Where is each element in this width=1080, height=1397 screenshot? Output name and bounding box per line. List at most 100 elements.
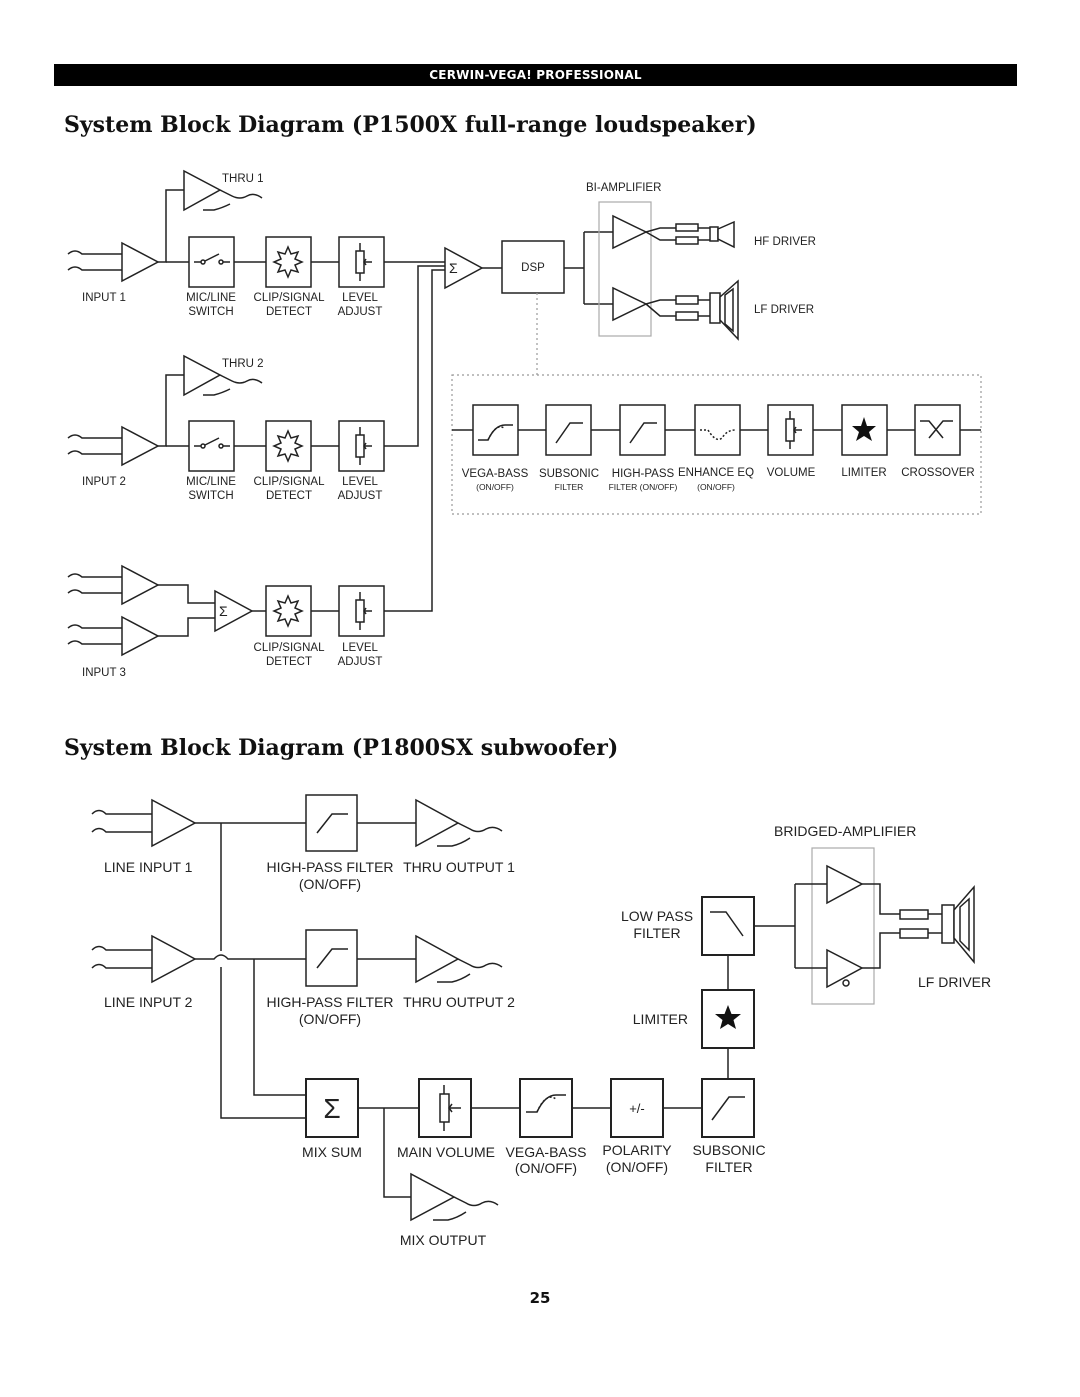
thru1-amp — [183, 169, 263, 212]
limiter-star-icon — [715, 1005, 741, 1029]
thru1-label: THRU 1 — [222, 173, 264, 185]
clip-label-3: CLIP/SIGNAL — [254, 642, 326, 654]
subsonic-sub: FILTER — [555, 482, 584, 492]
dsp-label: DSP — [521, 262, 545, 274]
svg-text:Σ: Σ — [219, 603, 228, 619]
polarity-symbol: +/- — [629, 1101, 645, 1116]
hpf-label-1: HIGH-PASS FILTER — [266, 859, 393, 875]
thru2-label: THRU 2 — [222, 358, 264, 370]
volume-label: VOLUME — [767, 467, 816, 479]
mix-output-amp — [410, 1172, 499, 1222]
hpf-sub-1: (ON/OFF) — [299, 876, 361, 892]
clip-detect-2 — [265, 420, 312, 472]
subsonic-label: SUBSONIC — [692, 1142, 765, 1158]
document-header: CERWIN-VEGA! PROFESSIONAL — [54, 64, 1017, 86]
adjust-label-3: ADJUST — [338, 656, 383, 668]
input1-label: INPUT 1 — [82, 292, 126, 304]
micline-label-1: MIC/LINE — [186, 292, 236, 304]
mix-sum-block — [305, 1078, 359, 1138]
lowpass-label-a: LOW PASS — [621, 908, 693, 924]
highpass-sub: FILTER (ON/OFF) — [609, 482, 678, 492]
thru-output2-label: THRU OUTPUT 2 — [403, 994, 515, 1010]
hf-amp — [612, 214, 648, 250]
hpf-block-1 — [305, 794, 358, 852]
main-volume-block — [418, 1078, 472, 1138]
level-adjust-2 — [338, 420, 385, 472]
lf-driver — [645, 279, 739, 341]
micline-switch-2 — [188, 420, 235, 472]
sum-amp: Σ — [444, 246, 484, 290]
vegabass-label: VEGA-BASS — [462, 468, 529, 480]
dsp-feature-panel — [451, 374, 982, 515]
input3-jacks — [67, 573, 122, 645]
bridged-amp-frame — [811, 847, 875, 1005]
diagram-p1800sx: LINE INPUT 1 HIGH-PASS FILTER (ON/OFF) T… — [91, 794, 991, 1248]
mix-sum-symbol: Σ — [323, 1093, 340, 1124]
micline-label-2: MIC/LINE — [186, 476, 236, 488]
level-label-3: LEVEL — [342, 642, 378, 654]
detect-label-3: DETECT — [266, 656, 312, 668]
line-input1-jack — [91, 809, 152, 833]
input3-preamp-a — [121, 564, 160, 606]
hf-driver-label: HF DRIVER — [754, 236, 816, 248]
sub-lf-driver — [862, 883, 975, 969]
input2-label: INPUT 2 — [82, 476, 126, 488]
polarity-label: POLARITY — [602, 1142, 672, 1158]
clip-label-1: CLIP/SIGNAL — [254, 292, 326, 304]
input1-jack — [67, 250, 122, 271]
line-input2-amp — [151, 934, 197, 984]
thru-output1 — [415, 798, 503, 848]
hf-driver — [645, 220, 735, 249]
thru-output2 — [415, 934, 503, 984]
main-volume-label: MAIN VOLUME — [397, 1144, 495, 1160]
page-number: 25 — [529, 1289, 551, 1307]
level-label-2: LEVEL — [342, 476, 378, 488]
switch-label-2: SWITCH — [188, 490, 233, 502]
bridged-amp-neg — [826, 948, 864, 989]
adjust-label-2: ADJUST — [338, 490, 383, 502]
section-title-p1800sx: System Block Diagram (P1800SX subwoofer) — [64, 735, 619, 761]
detect-label-1: DETECT — [266, 306, 312, 318]
bridged-amp-label: BRIDGED-AMPLIFIER — [774, 823, 916, 839]
lowpass-block — [701, 896, 755, 956]
dsp-volume — [767, 404, 814, 456]
vega-bass-label: VEGA-BASS — [506, 1144, 587, 1160]
polarity-sub: (ON/OFF) — [606, 1159, 668, 1175]
bridged-amp-pos — [826, 864, 864, 905]
hpf-sub-2: (ON/OFF) — [299, 1011, 361, 1027]
input2-preamp — [121, 425, 160, 467]
dsp-block — [501, 240, 565, 294]
vega-bass-sub: (ON/OFF) — [515, 1160, 577, 1176]
vegabass-sub: (ON/OFF) — [476, 482, 514, 492]
subsonic-label: SUBSONIC — [539, 468, 599, 480]
biamp-frame — [598, 201, 652, 337]
clip-detect-3 — [265, 585, 312, 637]
input1-preamp — [121, 241, 160, 283]
diagram-p1500x: THRU 1 INPUT 1 MIC/LINE SWITCH CLIP/SIGN… — [67, 169, 982, 679]
level-adjust-1 — [338, 236, 385, 288]
dsp-highpass — [619, 404, 666, 456]
line-input1-amp — [151, 798, 197, 848]
adjust-label-1: ADJUST — [338, 306, 383, 318]
lf-driver-label: LF DRIVER — [918, 974, 991, 990]
input2-jack — [67, 434, 122, 455]
crossover-label: CROSSOVER — [901, 467, 975, 479]
mix-sum-label: MIX SUM — [302, 1144, 362, 1160]
input3-preamp-b — [121, 615, 160, 657]
subsonic-sub: FILTER — [705, 1159, 752, 1175]
line-input2-label: LINE INPUT 2 — [104, 994, 193, 1010]
thru-output1-label: THRU OUTPUT 1 — [403, 859, 515, 875]
enhance-sub: (ON/OFF) — [697, 482, 735, 492]
svg-text:Σ: Σ — [449, 260, 458, 276]
dsp-vega-bass — [472, 404, 519, 456]
switch-label-1: SWITCH — [188, 306, 233, 318]
micline-switch-1 — [188, 236, 235, 288]
dsp-limiter — [841, 404, 888, 456]
level-adjust-3 — [338, 585, 385, 637]
dsp-crossover — [914, 404, 961, 456]
input3-label: INPUT 3 — [82, 667, 126, 679]
dsp-enhance-eq — [694, 404, 741, 456]
mix-output-label: MIX OUTPUT — [400, 1232, 487, 1248]
polarity-block — [610, 1078, 664, 1138]
detect-label-2: DETECT — [266, 490, 312, 502]
